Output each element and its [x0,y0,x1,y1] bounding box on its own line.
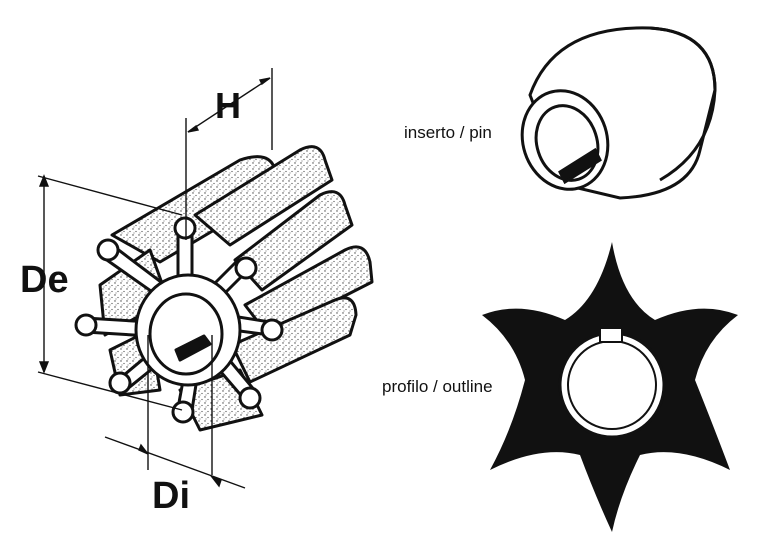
dimension-label-h: H [215,85,241,126]
dimension-lines [37,68,273,489]
impeller-outline-drawing [482,242,738,532]
insert-pin-label: inserto / pin [404,123,492,142]
impeller-hub [134,273,242,387]
outline-keyway [599,327,623,343]
dimension-label-di: Di [152,475,190,517]
outline-label: profilo / outline [382,377,493,396]
dimension-label-de: De [20,259,69,301]
impeller-drawing [74,145,374,432]
insert-pin-drawing [520,26,717,200]
